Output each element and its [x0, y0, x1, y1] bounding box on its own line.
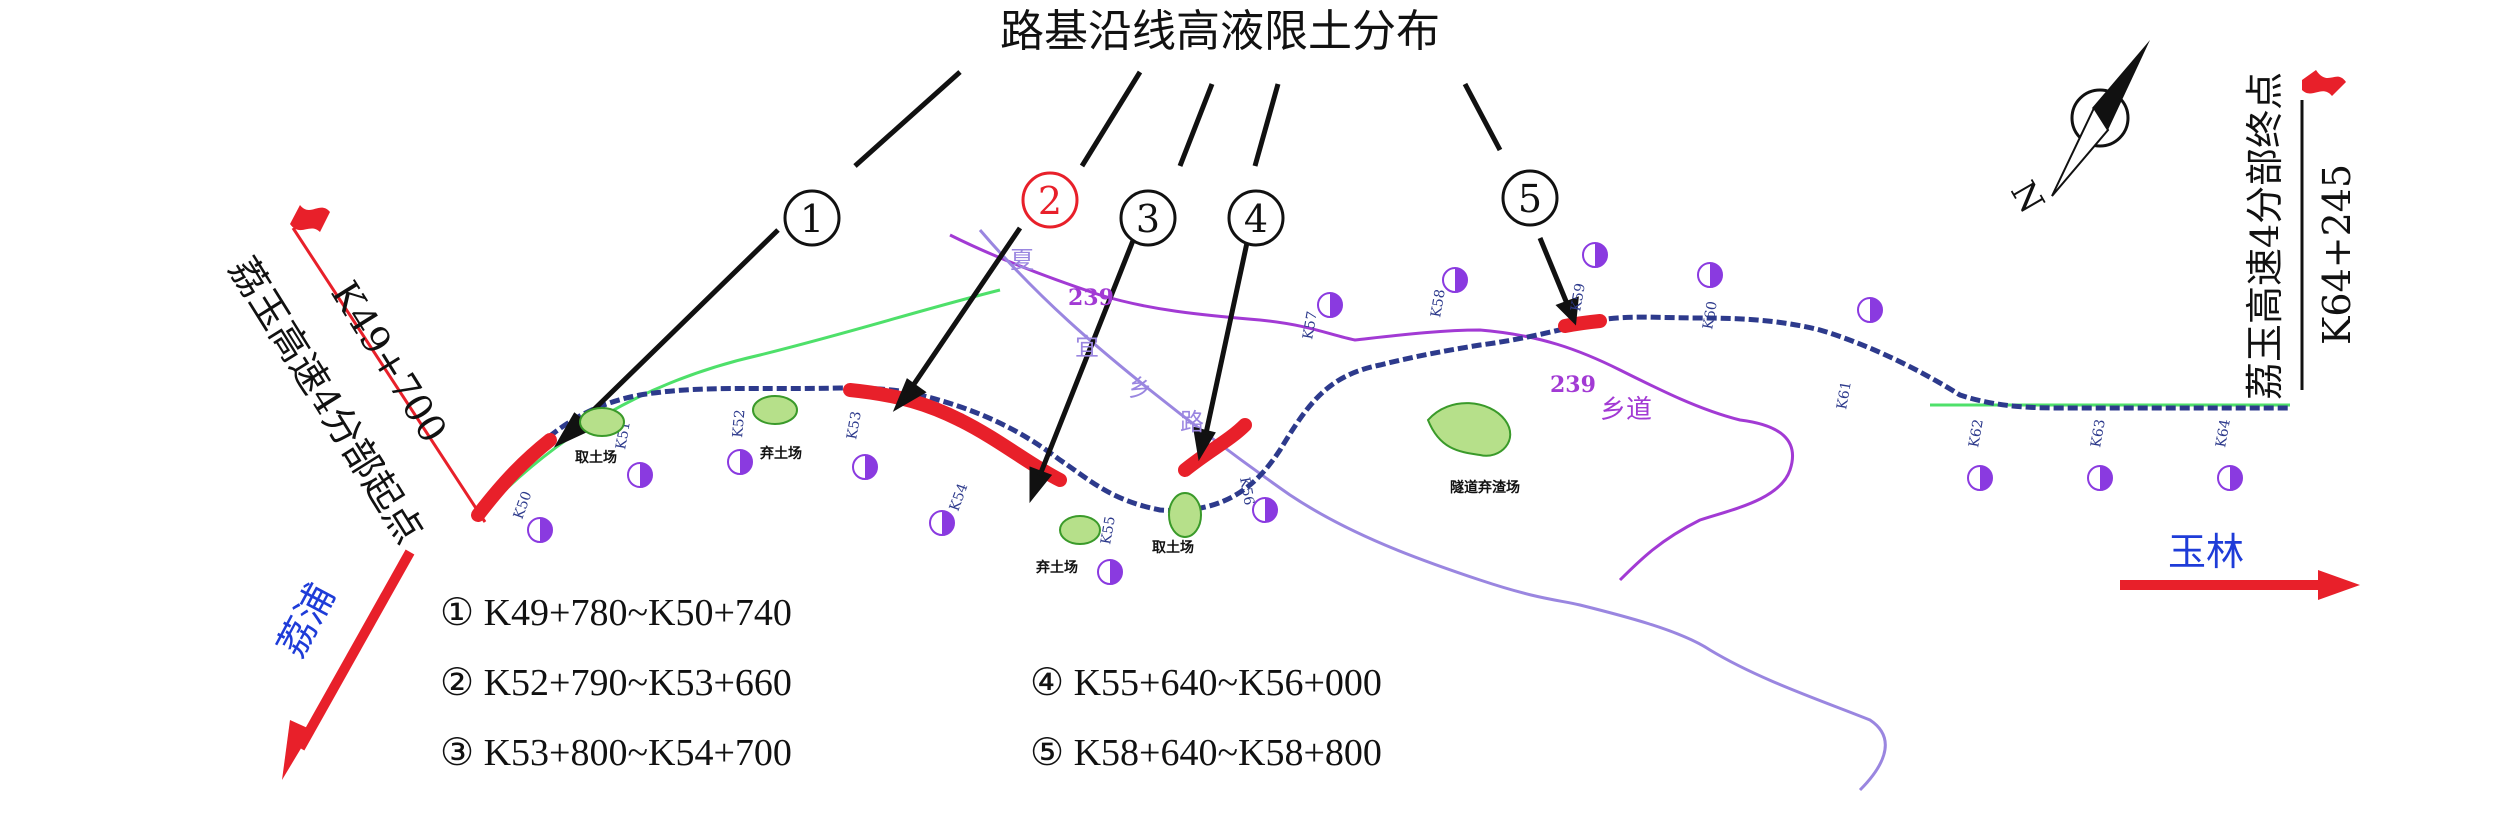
svg-text:K60: K60: [1700, 300, 1721, 331]
stake-k58: K58: [1428, 267, 1468, 319]
stake-markers: K50 K51 K52 K53 K54 K55 K56 K57 K58 K59 …: [511, 242, 2243, 585]
site-label-qu-tu-chang-1: 取土场: [575, 449, 617, 466]
legend-num: ①: [440, 592, 475, 634]
main-alignment: [473, 314, 2290, 522]
svg-text:K59: K59: [1568, 282, 1589, 313]
svg-text:1: 1: [800, 197, 824, 241]
svg-text:K63: K63: [2088, 418, 2109, 449]
road-label-xiang: 乡: [1128, 374, 1152, 402]
stake-k64: K64: [2213, 418, 2243, 491]
svg-text:K50: K50: [511, 489, 536, 521]
legend-num: ③: [440, 732, 475, 774]
north-label: N: [2002, 175, 2052, 221]
section-arrows: [553, 226, 1579, 504]
leader-lines: [853, 70, 1503, 168]
legend-range: K52+790~K53+660: [483, 662, 792, 704]
legend-range: K49+780~K50+740: [483, 592, 792, 634]
county-road-239: [949, 233, 1794, 582]
stake-k55: K55: [1097, 515, 1123, 585]
legend-item-1: ① K49+780~K50+740: [440, 590, 792, 635]
legend-range: K58+640~K58+800: [1073, 732, 1382, 774]
road-labels: 239 239 乡道 夏 宜 乡 路: [1010, 246, 1652, 436]
svg-text:K61: K61: [1834, 380, 1855, 411]
road-label-239-a: 239: [1068, 285, 1114, 311]
stake-k53: K53: [844, 410, 878, 480]
section-marker-2: 2: [1021, 171, 1079, 229]
stake-k57: K57: [1300, 292, 1343, 341]
svg-text:K64: K64: [2213, 418, 2234, 449]
svg-text:K52: K52: [730, 409, 748, 439]
section-marker-3: 3: [1119, 189, 1177, 247]
road-label-lu: 路: [1180, 408, 1204, 436]
svg-text:K62: K62: [1966, 418, 1987, 449]
site-areas: [579, 395, 1512, 545]
end-point-label: 荔玉高速4分部终点: [2243, 72, 2287, 400]
direction-lipu: 荔浦: [269, 549, 415, 780]
direction-yulin-label: 玉林: [2168, 530, 2244, 574]
stake-k61: K61: [1834, 297, 1883, 411]
legend-range: K55+640~K56+000: [1073, 662, 1382, 704]
svg-text:K55: K55: [1098, 515, 1119, 546]
stake-k54: K54: [929, 481, 972, 536]
stake-k59: K59: [1568, 242, 1608, 313]
svg-text:K54: K54: [947, 481, 972, 513]
stake-k52: K52: [727, 409, 753, 475]
svg-text:3: 3: [1136, 197, 1160, 241]
road-label-xia: 夏: [1010, 246, 1034, 274]
svg-text:4: 4: [1244, 197, 1268, 241]
site-label-qi-tu-chang-2: 弃土场: [1035, 559, 1078, 576]
legend-item-4: ④ K55+640~K56+000: [1030, 660, 1382, 705]
section-marker-5: 5: [1501, 169, 1559, 227]
section-marker-1: 1: [783, 189, 841, 247]
road-label-239-b: 239: [1550, 372, 1596, 398]
svg-text:2: 2: [1038, 179, 1062, 223]
legend-num: ②: [440, 662, 475, 704]
legend-num: ⑤: [1030, 732, 1065, 774]
svg-text:K57: K57: [1300, 310, 1321, 341]
svg-text:K58: K58: [1428, 288, 1449, 319]
end-flag: 荔玉高速4分部终点 K64+245: [2243, 70, 2359, 400]
site-label-qi-tu-chang-1: 弃土场: [759, 445, 802, 462]
stake-k62: K62: [1966, 418, 1993, 491]
north-arrow: N: [2002, 40, 2150, 220]
legend-item-2: ② K52+790~K53+660: [440, 660, 792, 705]
green-road: [473, 288, 1001, 522]
svg-text:5: 5: [1518, 177, 1542, 221]
legend-item-3: ③ K53+800~K54+700: [440, 730, 792, 775]
stake-k56: K56: [1236, 476, 1278, 523]
direction-yulin: 玉林: [2120, 530, 2360, 600]
legend-range: K53+800~K54+700: [483, 732, 792, 774]
legend-num: ④: [1030, 662, 1065, 704]
stake-k63: K63: [2087, 418, 2113, 491]
end-point-station: K64+245: [2315, 164, 2359, 345]
start-flag: 荔玉高速4分部起点 K49+700: [220, 205, 487, 551]
stake-k60: K60: [1697, 262, 1723, 331]
site-label-sui-dao: 隧道弃渣场: [1450, 479, 1520, 496]
xia-yi-village-road: [978, 229, 1887, 792]
stake-k50: K50: [511, 489, 553, 543]
road-label-yi: 宜: [1075, 333, 1099, 361]
map-title: 路基沿线高液限土分布: [1000, 6, 1440, 57]
legend-item-5: ⑤ K58+640~K58+800: [1030, 730, 1382, 775]
svg-text:K53: K53: [844, 410, 865, 441]
site-labels: 取土场 弃土场 弃土场 取土场 隧道弃渣场: [575, 445, 1520, 576]
section-markers: 1 2 3 4 5: [783, 169, 1559, 247]
section-marker-4: 4: [1227, 189, 1285, 247]
site-label-qu-tu-chang-2: 取土场: [1152, 539, 1194, 556]
svg-text:K56: K56: [1236, 476, 1257, 507]
road-label-xiang-dao: 乡道: [1600, 395, 1652, 425]
direction-lipu-label: 荔浦: [269, 576, 344, 664]
